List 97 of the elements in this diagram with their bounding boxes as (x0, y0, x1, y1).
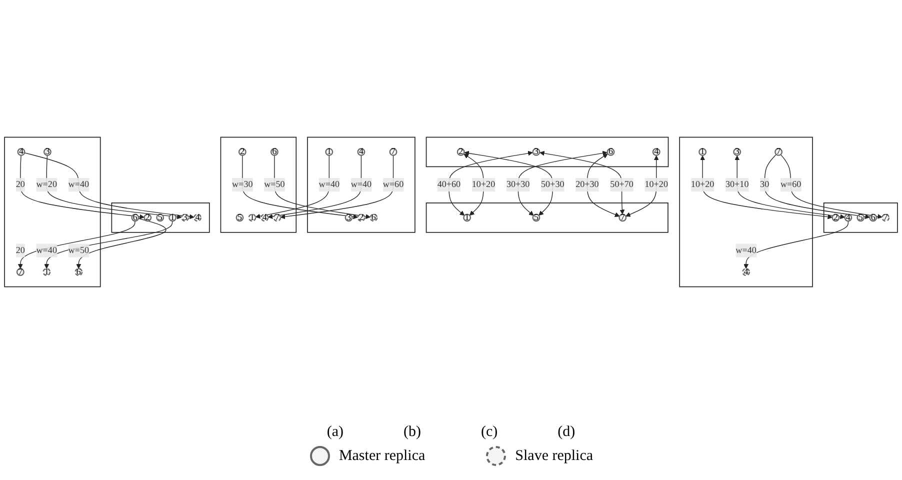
edge-label: 40+60 (437, 180, 461, 190)
edge-label: 50+30 (541, 180, 564, 190)
node-circle: 4 (742, 268, 750, 276)
node-circle: 3 (532, 148, 540, 156)
arrow (76, 218, 166, 269)
node-circle: 3 (181, 214, 189, 222)
edge-label: w=30 (232, 180, 253, 190)
legend-label: Master replica (338, 448, 426, 464)
node-circle: 3 (44, 148, 52, 156)
panel-label: (d) (558, 424, 576, 441)
edge-label: w=40 (36, 245, 57, 256)
node-circle: 2 (357, 214, 366, 222)
node-circle: 6 (270, 148, 278, 156)
node-circle: 2 (238, 148, 246, 156)
node-circle: 5 (236, 214, 244, 222)
arrow (280, 155, 394, 220)
edge-label: 30+10 (725, 180, 749, 190)
cluster (4, 136, 101, 288)
node-circle: 4 (652, 148, 660, 156)
cluster (679, 136, 813, 288)
edge-label: 50+70 (610, 180, 634, 190)
node-circle: 7 (16, 268, 24, 276)
cluster (426, 202, 668, 233)
arrow (764, 154, 870, 220)
node-circle: 1 (463, 214, 472, 222)
arrow (780, 154, 882, 219)
node-circle: 5 (856, 214, 865, 222)
node-circle: 1 (698, 148, 706, 156)
edge-label: w=40 (736, 245, 756, 256)
arrow (255, 155, 330, 219)
panel-label: (c) (481, 424, 498, 441)
edge-label: w=20 (36, 180, 57, 190)
node-circle: 7 (389, 148, 398, 156)
node-circle: 6 (370, 214, 378, 222)
node-circle: 4 (194, 214, 202, 222)
arrow (18, 220, 136, 269)
arrow (242, 155, 358, 220)
arrow (44, 220, 173, 269)
edge-label: w=60 (382, 180, 404, 190)
node-circle: 4 (844, 214, 852, 222)
cluster (111, 202, 210, 233)
edge-label: 20+30 (576, 180, 599, 190)
edge-label: 10+20 (472, 180, 496, 190)
node-circle: 7 (774, 148, 783, 156)
node-circle: 1 (325, 148, 334, 156)
edge-label: 30+30 (506, 180, 530, 190)
arrow (586, 154, 620, 217)
arrow (518, 150, 608, 216)
node-circle: 4 (260, 214, 269, 222)
arrow (24, 152, 194, 220)
node-circle: 6 (131, 214, 140, 222)
edge-label: w=50 (68, 245, 90, 256)
arrow (700, 155, 833, 220)
arrow (448, 150, 533, 216)
node-circle: 7 (273, 214, 282, 222)
node-circle: 2 (456, 148, 465, 156)
edge-label: w=50 (264, 180, 285, 190)
arrow (540, 150, 625, 214)
arrow (464, 154, 484, 216)
edge-label: w=40 (318, 180, 340, 190)
edge-label: w=40 (350, 180, 372, 190)
edge-label: 20 (16, 180, 25, 190)
node-circle: 3 (733, 148, 742, 156)
node-circle: 2 (144, 214, 152, 222)
node-circle: 2 (832, 214, 840, 222)
arrow (626, 155, 659, 217)
arrow (46, 155, 182, 220)
edge-label: 10+20 (690, 180, 714, 190)
edge-label: 20 (16, 245, 25, 256)
node-circle: 6 (606, 148, 615, 156)
panel-label: (b) (404, 424, 421, 441)
arrow (20, 155, 144, 220)
cluster (220, 136, 297, 233)
node-circle: 4 (357, 148, 366, 156)
node-circle: 5 (156, 214, 164, 222)
arrow (734, 155, 846, 220)
node-circle: 7 (618, 214, 627, 222)
node-circle: 1 (42, 268, 51, 276)
node-circle: 5 (532, 214, 540, 222)
legend-label: Slave replica (515, 448, 594, 464)
edge-label: 30 (760, 180, 770, 190)
cluster (426, 136, 669, 168)
arrow (744, 220, 849, 269)
node-circle: 4 (17, 148, 26, 156)
node-circle: 6 (74, 268, 83, 276)
arrow (464, 150, 553, 216)
node-circle: 1 (248, 214, 256, 222)
node-circle: 6 (869, 214, 878, 222)
edge-label: 10+20 (644, 180, 668, 190)
panel-label: (a) (326, 424, 344, 441)
cluster (307, 136, 416, 233)
node-circle: 1 (168, 214, 177, 222)
edge-label: w=60 (780, 180, 802, 190)
node-circle: 7 (882, 214, 890, 222)
node-circle: 3 (344, 214, 353, 222)
edge-label: w=40 (68, 180, 90, 190)
cluster (823, 202, 898, 233)
